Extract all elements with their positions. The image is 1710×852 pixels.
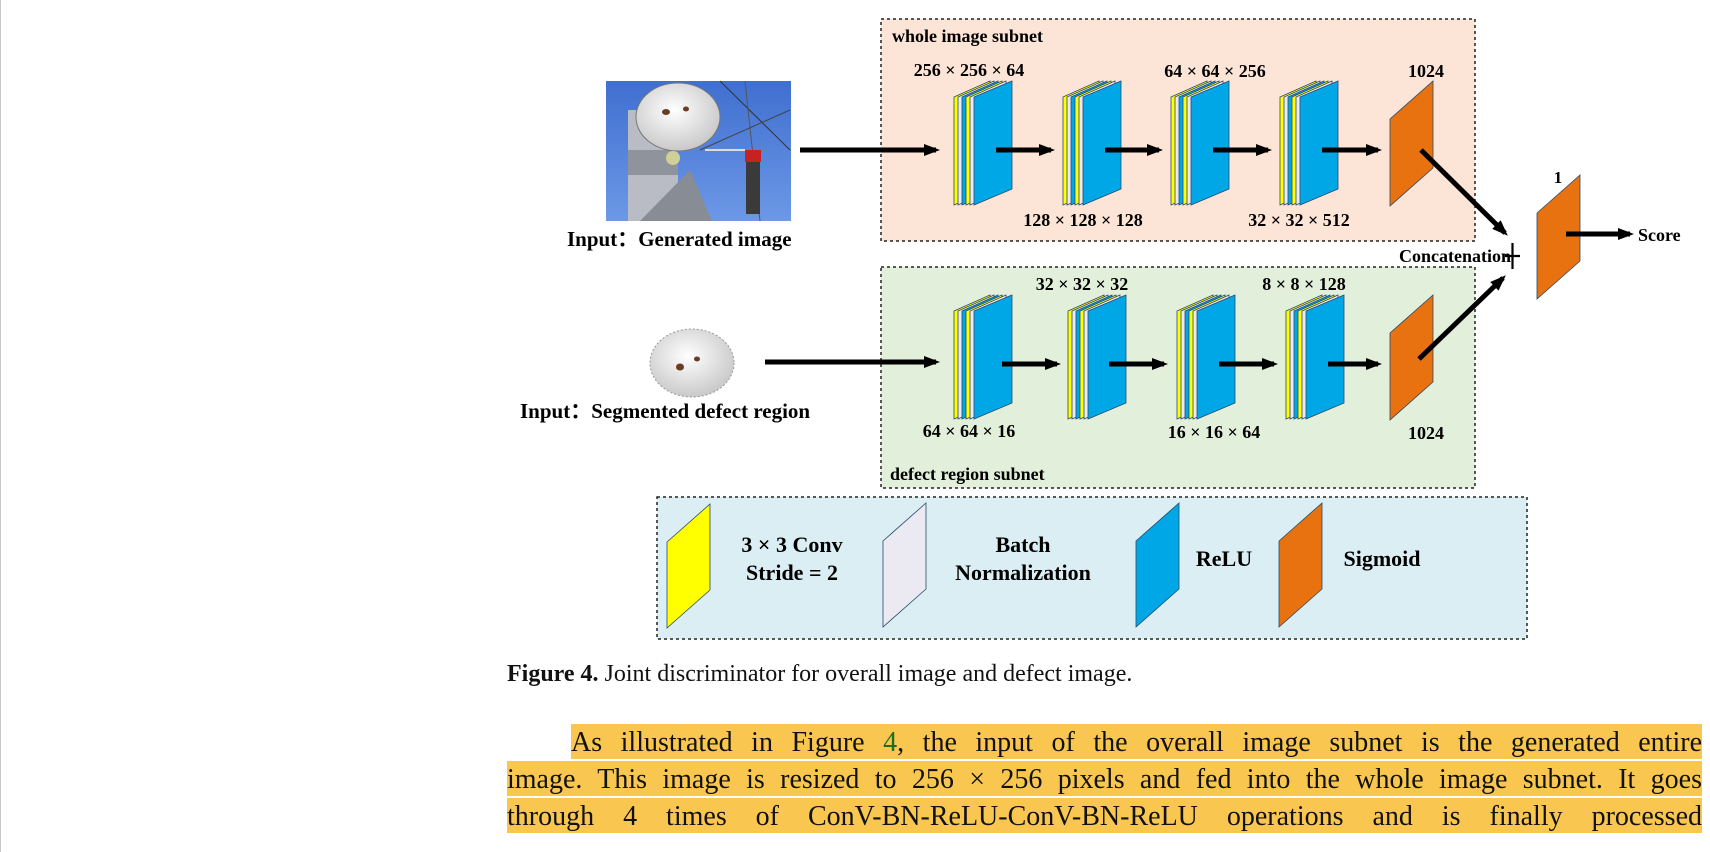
line1-post: , the input of the overall image subnet … (897, 727, 1702, 758)
arrow-defect-3-head (1262, 358, 1278, 370)
legend-relu-label: ReLU (1196, 546, 1252, 571)
defect-conv-block-2 (1067, 294, 1127, 420)
defect-dim-2: 32 × 32 × 32 (1036, 274, 1129, 294)
arrow-whole-2-head (1147, 144, 1163, 156)
defect-dim-3: 16 × 16 × 64 (1168, 422, 1261, 442)
whole-conv-block-2-slab-6 (1082, 80, 1122, 206)
segmented-defect-photo (649, 328, 735, 398)
defect-dim-4: 8 × 8 × 128 (1262, 274, 1346, 294)
layer-slabs (666, 80, 1581, 629)
whole-conv-block-1 (953, 80, 1013, 206)
whole-conv-block-1-slab-6 (973, 80, 1013, 206)
arrow-generated-input-head (924, 144, 940, 156)
defect-conv-block-3-slab-6 (1196, 294, 1236, 420)
discriminator-figure: whole image subnet defect region subnet … (520, 18, 1681, 640)
whole-conv-block-2 (1062, 80, 1122, 206)
legend-sigmoid-swatch (1278, 502, 1323, 628)
whole-conv-block-4 (1279, 80, 1339, 206)
caption-text: Joint discriminator for overall image an… (598, 661, 1133, 687)
concatenation-plus-icon (1505, 243, 1520, 269)
arrow-defect-4-head (1366, 358, 1382, 370)
defect-dim-1: 64 × 64 × 16 (923, 421, 1016, 441)
legend-sigmoid-label: Sigmoid (1343, 546, 1420, 571)
arrow-whole-to-concat (1419, 148, 1507, 235)
legend-conv-swatch (666, 503, 711, 629)
legend-conv-line2: Stride = 2 (746, 560, 838, 585)
arrow-defect-1-head (1045, 358, 1061, 370)
whole-conv-block-3 (1170, 80, 1230, 206)
defect-conv-block-2-slab-6 (1087, 294, 1127, 420)
legend-conv-line1: 3 × 3 Conv (741, 532, 842, 557)
whole-dim-4: 32 × 32 × 512 (1248, 210, 1350, 230)
legend-relu-swatch (1135, 502, 1180, 628)
figure-reference-link[interactable]: 4 (883, 727, 898, 758)
arrow-defect-to-concat-head (1490, 275, 1506, 291)
fusion-sigmoid-slab (1536, 174, 1581, 300)
defect-conv-block-1 (953, 294, 1013, 420)
caption-label: Figure 4. (507, 661, 599, 687)
arrow-to-score-head (1618, 228, 1634, 240)
flow-arrows (765, 144, 1634, 370)
body-paragraph: As illustrated in Figure 4, the input of… (507, 724, 1702, 835)
arrow-whole-1-head (1039, 144, 1055, 156)
whole-dim-1: 256 × 256 × 64 (914, 60, 1025, 80)
line1-pre: As illustrated in Figure (571, 727, 884, 758)
defect-subnet-title: defect region subnet (890, 464, 1045, 484)
legend-box (656, 496, 1528, 640)
score-label: Score (1638, 225, 1681, 245)
legend-bn-swatch (882, 502, 927, 628)
paragraph-line-2: image. This image is resized to 256 × 25… (507, 761, 1702, 796)
concatenation-label: Concatenation (1399, 246, 1511, 266)
legend-bn-line2: Normalization (955, 560, 1091, 585)
whole-sigmoid-slab (1389, 80, 1434, 207)
arrow-defect-2-head (1152, 358, 1168, 370)
whole-subnet-title: whole image subnet (892, 26, 1043, 46)
arrow-whole-4-head (1366, 144, 1382, 156)
input-defect-label: Input：Segmented defect region (520, 399, 810, 423)
defect-conv-block-4-slab-6 (1305, 294, 1345, 420)
defect-conv-block-4 (1285, 294, 1345, 420)
whole-conv-block-3-slab-6 (1190, 80, 1230, 206)
page-left-border (0, 0, 1, 852)
paragraph-line-1: As illustrated in Figure 4, the input of… (571, 724, 1702, 759)
figure-caption: Figure 4. Joint discriminator for overal… (507, 661, 1132, 688)
defect-output-dim: 1024 (1408, 423, 1444, 443)
defect-sigmoid-slab (1389, 294, 1434, 421)
fusion-output-dim: 1 (1554, 168, 1563, 187)
whole-dim-2: 128 × 128 × 128 (1023, 210, 1143, 230)
arrow-defect-input-head (924, 356, 940, 368)
arrow-whole-3-head (1256, 144, 1272, 156)
generated-image-photo (606, 80, 791, 222)
arrow-whole-to-concat-head (1492, 220, 1508, 236)
whole-conv-block-4-slab-6 (1299, 80, 1339, 206)
arrow-defect-to-concat (1417, 276, 1505, 361)
whole-output-dim: 1024 (1408, 61, 1444, 81)
defect-conv-block-1-slab-6 (973, 294, 1013, 420)
legend-bn-line1: Batch (996, 532, 1051, 557)
input-generated-label: Input：Generated image (567, 227, 792, 251)
whole-dim-3: 64 × 64 × 256 (1164, 61, 1266, 81)
defect-conv-block-3 (1176, 294, 1236, 420)
paragraph-line-3: through 4 times of ConV-BN-ReLU-ConV-BN-… (507, 798, 1702, 833)
